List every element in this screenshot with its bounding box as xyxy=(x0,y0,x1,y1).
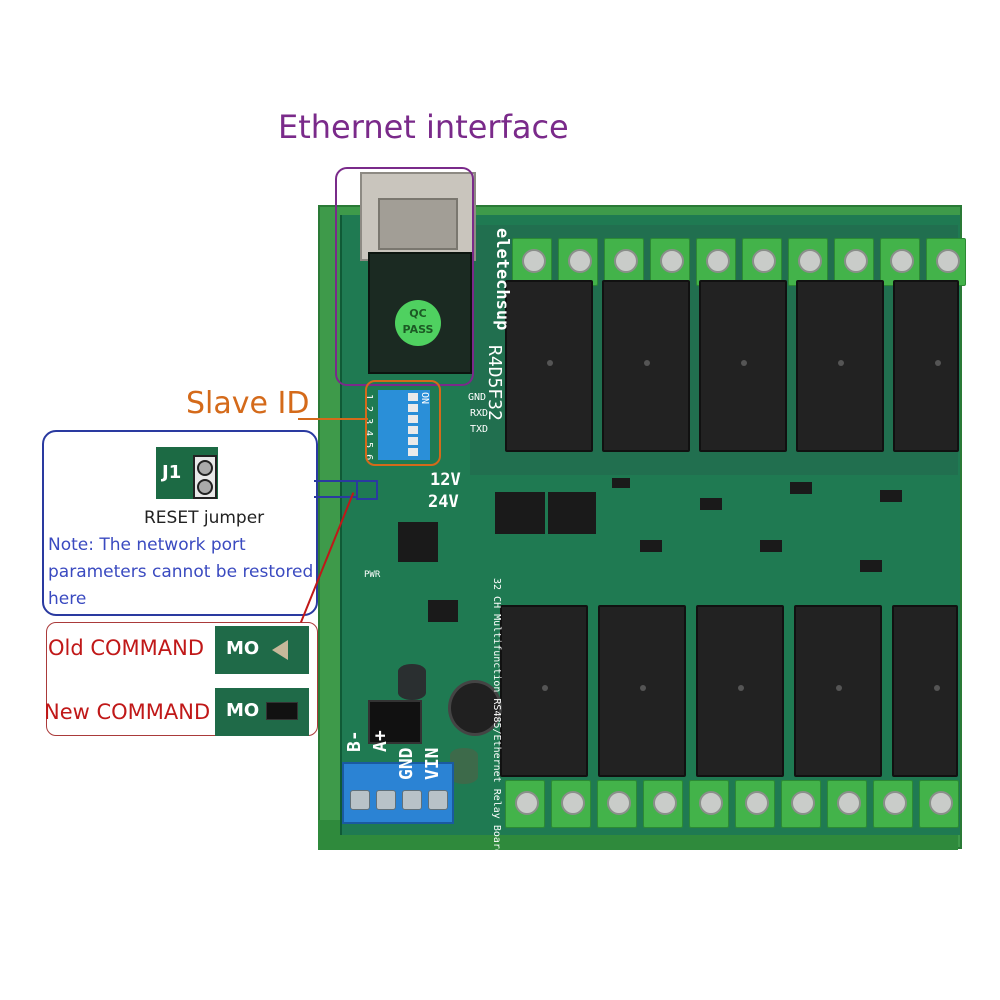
screw-terminal xyxy=(597,780,637,828)
transistor xyxy=(640,540,662,552)
screw-terminal xyxy=(919,780,959,828)
slave-id-label: Slave ID xyxy=(186,386,310,421)
screw-terminal xyxy=(788,238,828,286)
relay xyxy=(892,605,958,777)
ethernet-interface-label: Ethernet interface xyxy=(278,108,569,146)
voltage-24v-label: 24V xyxy=(428,492,459,512)
jumper-on-indicator xyxy=(266,702,298,720)
rxd-label: RXD xyxy=(470,408,489,419)
jumper-pin xyxy=(197,460,213,476)
voltage-regulator xyxy=(368,700,422,744)
relay xyxy=(699,280,787,452)
qc-pass-sticker: QC PASS xyxy=(395,300,441,346)
screw-terminal xyxy=(880,238,920,286)
gnd-label: GND xyxy=(468,392,487,403)
screw-terminal xyxy=(604,238,644,286)
ethernet-module xyxy=(368,252,472,374)
screw-terminal xyxy=(643,780,683,828)
terminal-hole xyxy=(428,790,448,810)
reset-leader-line-bottom xyxy=(314,496,358,498)
brand-label: eletechsup xyxy=(492,228,512,331)
relay xyxy=(794,605,882,777)
j1-jumper-pins xyxy=(193,455,217,499)
reset-leader-line-top xyxy=(314,480,358,482)
new-command-label: New COMMAND xyxy=(44,700,211,724)
jumper-pin xyxy=(197,479,213,495)
terminal-label-vin: VIN xyxy=(422,747,443,780)
reset-jumper-label: RESET jumper xyxy=(144,508,265,528)
terminal-hole xyxy=(402,790,422,810)
transistor xyxy=(700,498,722,510)
screw-terminal xyxy=(827,780,867,828)
screw-terminal xyxy=(926,238,966,286)
transistor xyxy=(760,540,782,552)
jumper-off-indicator xyxy=(272,640,288,660)
mo-new-label: MO xyxy=(226,700,260,721)
transistor xyxy=(790,482,812,494)
old-command-label: Old COMMAND xyxy=(48,636,205,660)
dip-toggle xyxy=(408,404,418,412)
capacitor xyxy=(398,664,426,700)
screw-terminal xyxy=(742,238,782,286)
screw-terminal xyxy=(650,238,690,286)
dip-switch xyxy=(378,390,430,460)
screw-terminal xyxy=(551,780,591,828)
dip-toggle xyxy=(408,415,418,423)
slave-id-leader-line xyxy=(298,418,368,420)
board-description: 32 CH Multifunction RS485/Ethernet Relay… xyxy=(491,578,502,855)
relay xyxy=(696,605,784,777)
bottom-terminal-row xyxy=(505,780,959,828)
reset-jumper-marker xyxy=(356,480,378,500)
relay xyxy=(602,280,690,452)
terminal-hole xyxy=(376,790,396,810)
txd-label: TXD xyxy=(470,424,489,435)
screw-terminal xyxy=(834,238,874,286)
dip-toggle xyxy=(408,437,418,445)
screw-terminal xyxy=(505,780,545,828)
transistor xyxy=(880,490,902,502)
relay xyxy=(500,605,588,777)
capacitor xyxy=(450,748,478,784)
dip-toggle xyxy=(408,426,418,434)
ic-chip xyxy=(548,492,596,534)
ic-chip xyxy=(398,522,438,562)
relay xyxy=(796,280,884,452)
slave-id-callout-frame xyxy=(365,380,441,466)
j1-label: J1 xyxy=(162,462,182,483)
top-terminal-row xyxy=(512,238,966,286)
screw-terminal xyxy=(781,780,821,828)
terminal-label-gnd: GND xyxy=(396,747,417,780)
mo-pad-old-photo xyxy=(215,626,309,674)
relay xyxy=(598,605,686,777)
network-note: Note: The network port parameters cannot… xyxy=(48,535,314,609)
screw-terminal xyxy=(689,780,729,828)
ethernet-callout-frame xyxy=(335,167,474,386)
ic-chip xyxy=(495,492,545,534)
screw-terminal xyxy=(735,780,775,828)
terminal-label-b: B- xyxy=(344,730,365,752)
terminal-hole xyxy=(350,790,370,810)
voltage-12v-label: 12V xyxy=(430,470,461,490)
terminal-label-a: A+ xyxy=(370,730,391,752)
pwr-label: PWR xyxy=(364,570,381,580)
dip-toggle xyxy=(408,393,418,401)
transistor xyxy=(860,560,882,572)
relay xyxy=(505,280,593,452)
screw-terminal xyxy=(512,238,552,286)
inductor xyxy=(448,680,502,736)
relay xyxy=(893,280,959,452)
screw-terminal xyxy=(558,238,598,286)
mo-old-label: MO xyxy=(226,638,260,659)
screw-terminal xyxy=(873,780,913,828)
screw-terminal xyxy=(696,238,736,286)
ic-chip xyxy=(428,600,458,622)
transistor xyxy=(612,478,630,488)
dip-toggle xyxy=(408,448,418,456)
power-terminal-block xyxy=(342,762,454,824)
rj45-opening xyxy=(378,198,458,250)
